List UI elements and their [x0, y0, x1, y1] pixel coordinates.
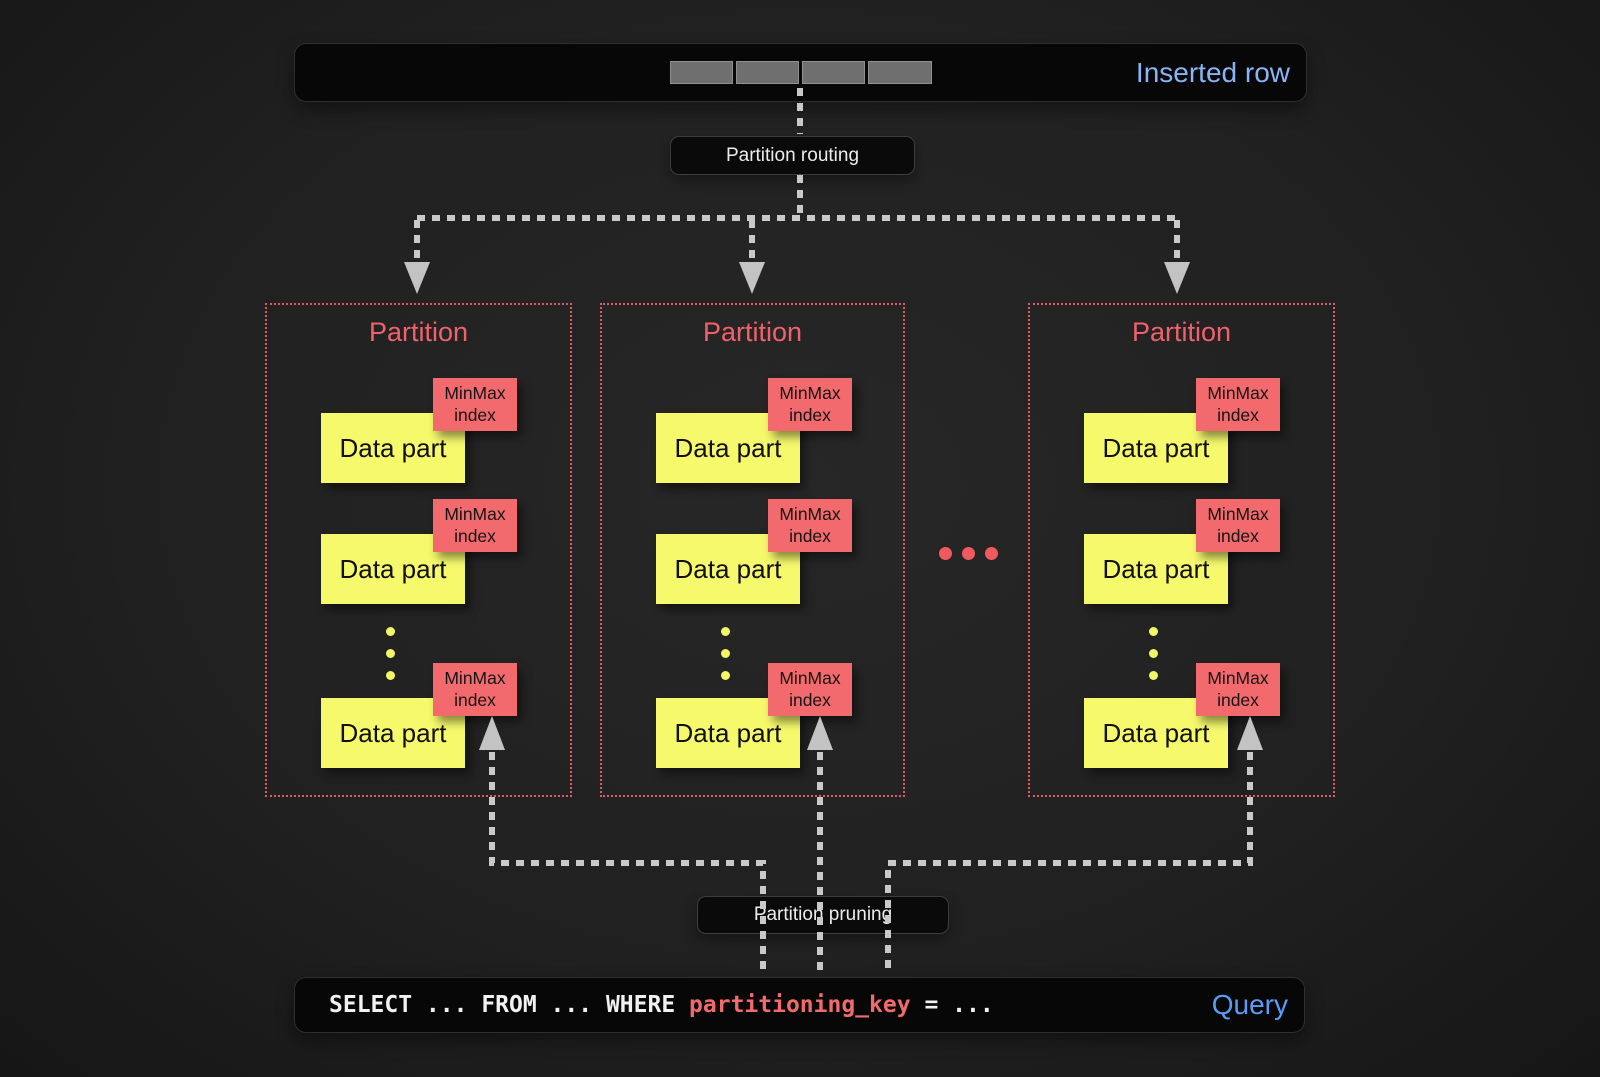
minmax-index-tag: MinMax index: [768, 663, 852, 716]
minmax-line1: MinMax: [444, 668, 506, 689]
minmax-index-tag: MinMax index: [768, 378, 852, 431]
data-part: Data part: [1084, 534, 1228, 604]
minmax-line1: MinMax: [1207, 504, 1269, 525]
minmax-index-tag: MinMax index: [433, 663, 517, 716]
minmax-line2: index: [789, 404, 831, 425]
data-part-cluster: MinMax index Data part: [1084, 499, 1280, 604]
sql-partitioning-key: partitioning_key: [689, 992, 911, 1018]
more-parts-ellipsis: [386, 627, 395, 680]
data-part-cluster: MinMax index Data part: [321, 378, 517, 483]
minmax-index-tag: MinMax index: [433, 378, 517, 431]
partition-box-2: Partition MinMax index Data part MinMax …: [600, 303, 905, 797]
partition-title: Partition: [368, 317, 469, 347]
minmax-line2: index: [789, 689, 831, 710]
inserted-row-box: Inserted row: [294, 43, 1307, 102]
partition-routing-label: Partition routing: [670, 136, 915, 175]
data-part-cluster: MinMax index Data part: [656, 663, 852, 768]
minmax-line2: index: [1217, 689, 1259, 710]
minmax-line2: index: [789, 525, 831, 546]
query-box: SELECT ... FROM ... WHERE partitioning_k…: [294, 977, 1305, 1033]
data-part-cluster: MinMax index Data part: [1084, 378, 1280, 483]
partition-routing-text: Partition routing: [725, 144, 860, 166]
partition-box-1: Partition MinMax index Data part MinMax …: [265, 303, 572, 797]
inserted-row-label: Inserted row: [1135, 56, 1290, 88]
minmax-line1: MinMax: [444, 383, 506, 404]
query-label: Query: [1211, 989, 1288, 1020]
partition-title: Partition: [702, 317, 803, 347]
minmax-line2: index: [454, 525, 496, 546]
data-part-cluster: MinMax index Data part: [656, 499, 852, 604]
minmax-line1: MinMax: [779, 383, 841, 404]
data-part-cluster: MinMax index Data part: [321, 663, 517, 768]
minmax-line2: index: [454, 689, 496, 710]
more-parts-ellipsis: [1149, 627, 1158, 680]
more-parts-ellipsis: [721, 627, 730, 680]
minmax-line1: MinMax: [779, 668, 841, 689]
down-arrowhead-2: [739, 262, 765, 294]
minmax-index-tag: MinMax index: [768, 499, 852, 552]
minmax-index-tag: MinMax index: [1196, 499, 1280, 552]
minmax-line2: index: [454, 404, 496, 425]
down-arrowhead-1: [404, 262, 430, 294]
data-part-cluster: MinMax index Data part: [321, 499, 517, 604]
sql-before: SELECT ... FROM ... WHERE: [329, 992, 690, 1018]
row-segment: [802, 61, 866, 84]
minmax-line1: MinMax: [444, 504, 506, 525]
partition-box-3: Partition MinMax index Data part MinMax …: [1028, 303, 1335, 797]
minmax-line2: index: [1217, 404, 1259, 425]
row-segment: [735, 61, 799, 84]
minmax-line1: MinMax: [779, 504, 841, 525]
inserted-row-bar: [669, 61, 932, 84]
row-segment: [868, 61, 932, 84]
minmax-index-tag: MinMax index: [1196, 663, 1280, 716]
data-part: Data part: [321, 698, 465, 768]
minmax-line1: MinMax: [1207, 383, 1269, 404]
down-arrowhead-3: [1164, 262, 1190, 294]
partition-pruning-label: Partition pruning: [697, 896, 949, 934]
row-segment: [669, 61, 733, 84]
minmax-line2: index: [1217, 525, 1259, 546]
data-part-cluster: MinMax index Data part: [656, 378, 852, 483]
data-part-cluster: MinMax index Data part: [1084, 663, 1280, 768]
more-partitions-ellipsis: [939, 547, 998, 560]
minmax-index-tag: MinMax index: [433, 499, 517, 552]
minmax-line1: MinMax: [1207, 668, 1269, 689]
data-part: Data part: [321, 534, 465, 604]
minmax-index-tag: MinMax index: [1196, 378, 1280, 431]
partition-title: Partition: [1131, 317, 1232, 347]
sql-text: SELECT ... FROM ... WHERE partitioning_k…: [329, 992, 994, 1018]
partition-pruning-text: Partition pruning: [753, 904, 893, 925]
sql-after: = ...: [910, 992, 994, 1018]
